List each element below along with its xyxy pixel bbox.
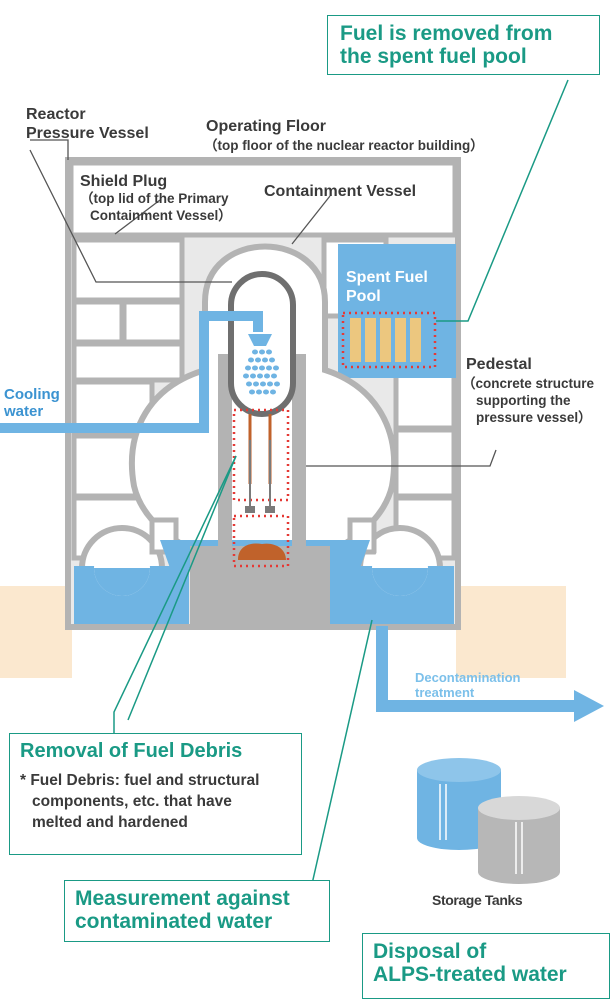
storage-tanks (417, 758, 560, 884)
shield-plug-note: （top lid of the Primary Containment Vess… (80, 190, 232, 224)
fuel-debris (238, 543, 286, 560)
shield-plug-label: Shield Plug (80, 173, 168, 190)
storage-tanks-label: Storage Tanks (432, 892, 523, 908)
fuel-removed-box: Fuel is removed from the spent fuel pool (327, 15, 600, 75)
alps-box: Disposal of ALPS-treated water (362, 933, 610, 999)
decontamination-line1: Decontamination (415, 670, 521, 685)
cooling-water-line2: water (4, 403, 44, 420)
fuel-debris-note-line2: components, etc. that have (32, 793, 232, 810)
pedestal-note: （concrete structure supporting the press… (462, 375, 594, 426)
spent-fuel-pool-line2: Pool (346, 288, 381, 305)
pedestal-note-line3: pressure vessel） (476, 410, 592, 425)
rpv-label: Reactor Pressure Vessel (26, 105, 149, 143)
spent-fuel-pool-line1: Spent Fuel (346, 269, 428, 286)
cooling-water-pipe (0, 311, 263, 433)
fuel-removed-line2: the spent fuel pool (340, 45, 527, 68)
fuel-debris-note-line3: melted and hardened (32, 814, 188, 831)
contaminated-water-line1: Measurement against (75, 887, 290, 910)
alps-line1: Disposal of (373, 940, 487, 963)
operating-floor-note: （top floor of the nuclear reactor buildi… (204, 138, 484, 153)
cooling-water-label: Cooling water (4, 386, 60, 420)
alps-line2: ALPS-treated water (373, 963, 567, 986)
pedestal-note-line2: supporting the (476, 393, 571, 408)
rpv-label-line2: Pressure Vessel (26, 125, 149, 142)
contaminated-water-box: Measurement against contaminated water (64, 880, 330, 942)
shield-plug-area (68, 160, 458, 238)
spent-fuel-pool-label: Spent Fuel Pool (346, 268, 428, 306)
decontamination-label: Decontamination treatment (415, 670, 520, 700)
contaminated-water-line2: contaminated water (75, 910, 273, 933)
decontamination-arrow (376, 626, 604, 722)
spent-fuel-rods (350, 318, 421, 362)
water-spray (243, 349, 280, 395)
containment-vessel-label: Containment Vessel (264, 183, 417, 200)
cooling-water-line1: Cooling (4, 386, 60, 403)
fuel-removed-line1: Fuel is removed from (340, 22, 553, 45)
pedestal-label: Pedestal (466, 356, 532, 373)
pedestal-left-wall (218, 354, 232, 546)
fuel-debris-box: Removal of Fuel Debris * Fuel Debris: fu… (9, 733, 302, 855)
fuel-debris-note-line1: * Fuel Debris: fuel and structural (20, 772, 260, 789)
pedestal-right-wall (292, 354, 306, 546)
rpv-label-line1: Reactor (26, 106, 86, 123)
shield-plug-note-line2: Containment Vessel） (90, 208, 232, 223)
shield-plug-note-line1: （top lid of the Primary (80, 191, 229, 206)
operating-floor-label: Operating Floor (206, 118, 326, 135)
decontamination-line2: treatment (415, 685, 475, 700)
fuel-debris-title: Removal of Fuel Debris (20, 740, 243, 762)
pedestal-note-line1: （concrete structure (462, 376, 595, 391)
